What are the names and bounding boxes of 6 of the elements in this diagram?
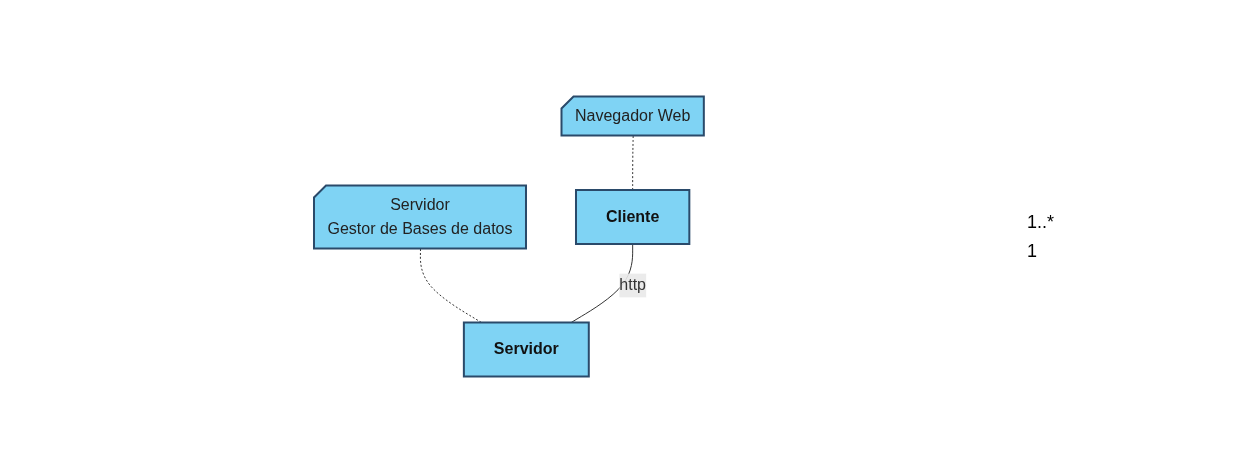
multiplicity-label: 1 bbox=[1027, 240, 1038, 262]
node-box: Servidor bbox=[462, 321, 590, 378]
connector bbox=[631, 135, 634, 191]
edge-label: http bbox=[618, 276, 646, 294]
multiplicity-label: 1..* bbox=[1027, 211, 1056, 233]
node-box: Cliente bbox=[574, 189, 690, 245]
